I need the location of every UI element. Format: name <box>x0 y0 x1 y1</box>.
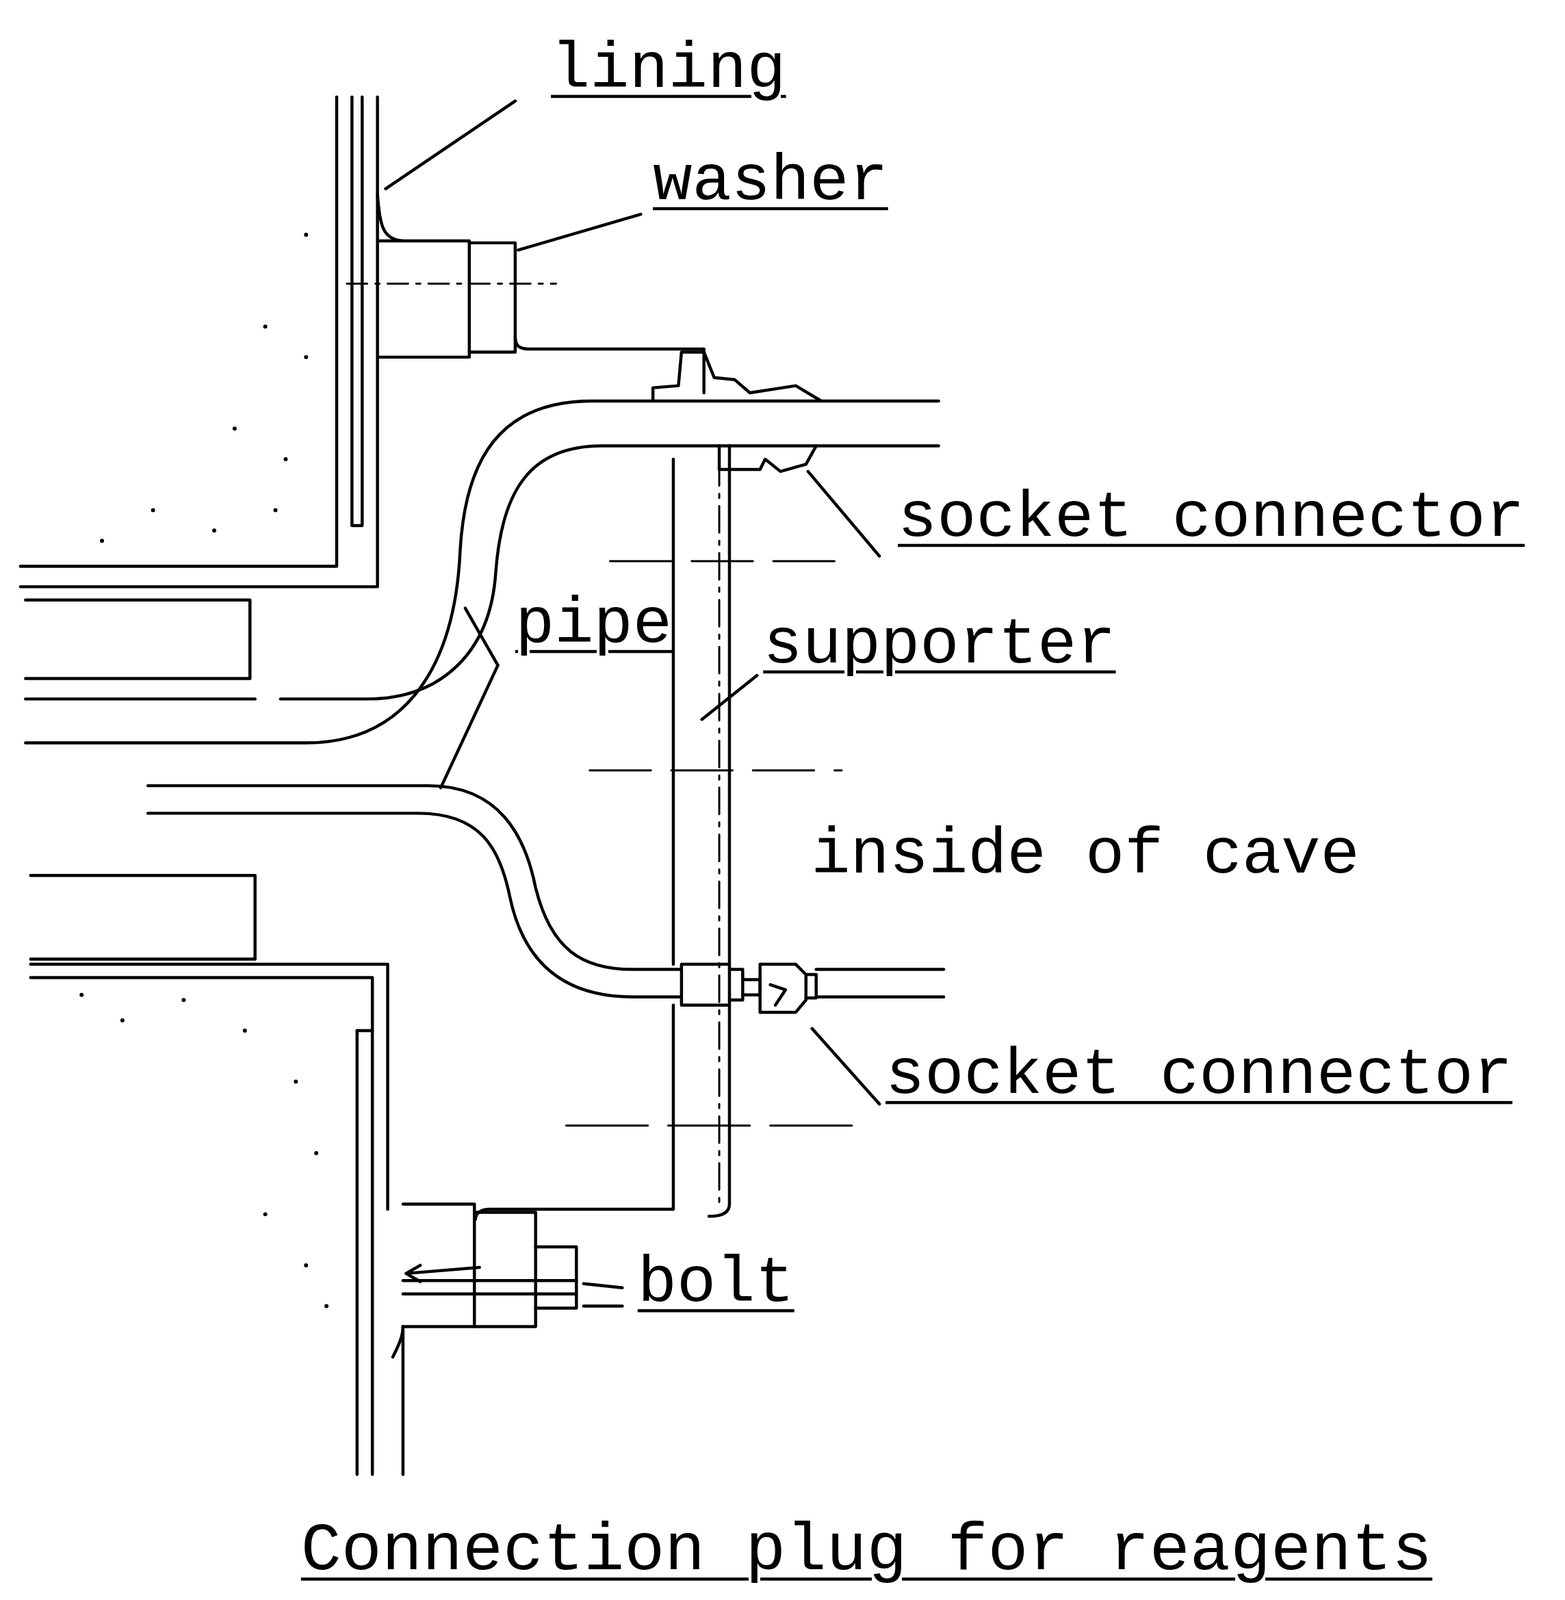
part-name: lining <box>550 36 787 102</box>
part-name: pipe <box>515 591 672 657</box>
part-name: socket connector <box>885 1042 1513 1108</box>
part-name: socket connector <box>897 485 1525 551</box>
part-name: washer <box>652 149 889 215</box>
part-name: bolt <box>637 1250 795 1316</box>
figure-caption: Connection plug for reagents <box>301 1518 1433 1586</box>
part-name: supporter <box>762 612 1116 678</box>
region-label: inside of cave <box>810 822 1360 888</box>
concrete-stipple <box>79 232 329 1309</box>
